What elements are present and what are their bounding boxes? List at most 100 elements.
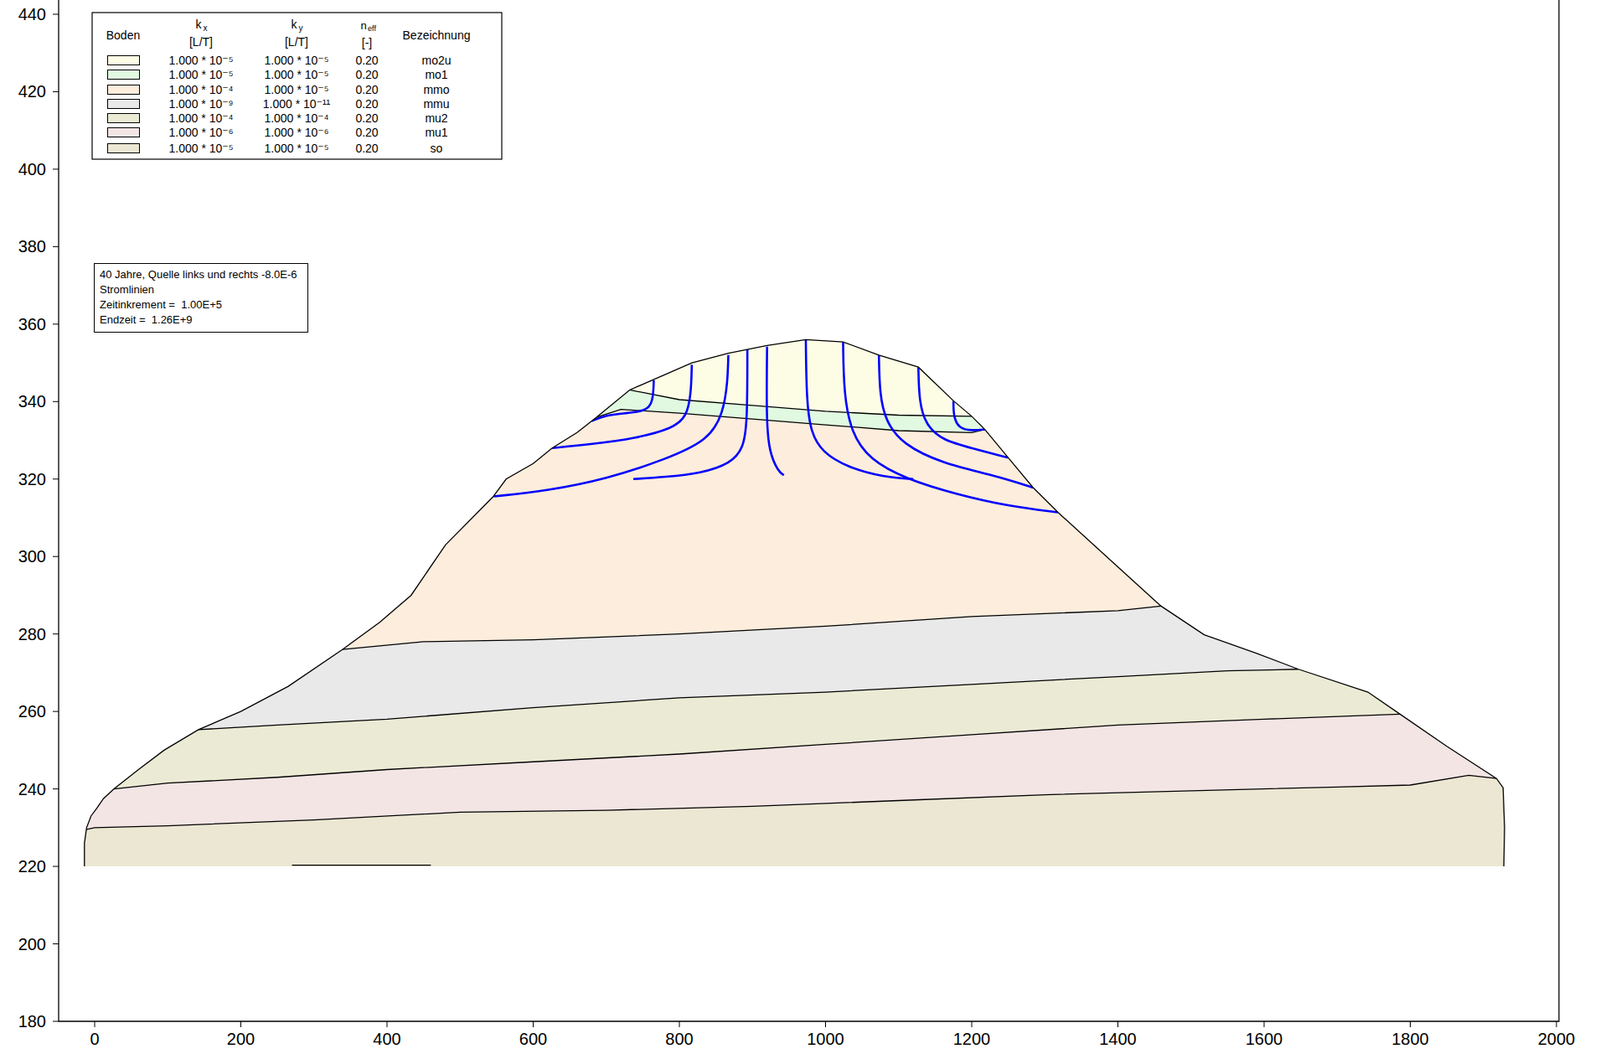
tick [240, 1021, 242, 1028]
tick [1117, 1021, 1119, 1028]
table-cell: 1.000 * 10⁻⁹ [168, 98, 233, 110]
axis-tick-label: 600 [519, 1030, 548, 1048]
axis-tick-label: 1800 [1391, 1030, 1430, 1048]
axis-tick-label: 1200 [953, 1030, 991, 1048]
tick [52, 168, 59, 170]
legend-header: k [196, 18, 202, 31]
tick [679, 1021, 681, 1028]
axis-tick-label: 440 [18, 5, 47, 23]
legend-header: k [291, 18, 298, 31]
legend-header: [L/T] [284, 36, 309, 48]
layer-boundary [198, 669, 1299, 730]
legend-header: Boden [106, 29, 140, 42]
info-box: 40 Jahre, Quelle links und rechts -8.0E-… [93, 263, 309, 333]
base-line [292, 864, 432, 866]
tick [52, 711, 59, 713]
axis-tick-label: 420 [18, 82, 47, 100]
info-text: Zeitinkrement = 1.00E+5 [99, 297, 300, 313]
table-cell: 1.000 * 10⁻⁵ [168, 54, 233, 67]
axis-tick-label: 220 [18, 857, 47, 875]
tick [52, 1021, 59, 1022]
table-cell: 1.000 * 10⁻⁵ [263, 142, 329, 155]
axis-tick-label: 1000 [806, 1030, 845, 1048]
table-cell: 0.20 [355, 68, 378, 81]
tick [52, 14, 59, 16]
axis-tick-label: 260 [18, 702, 47, 720]
table-cell: 1.000 * 10⁻⁵ [263, 68, 329, 81]
layer-boundary [113, 713, 1400, 789]
table-cell: 1.000 * 10⁻⁴ [168, 83, 233, 96]
tick [532, 1021, 534, 1028]
legend-swatch [107, 113, 140, 124]
table-cell: 1.000 * 10⁻⁵ [263, 54, 329, 67]
info-text: Stromlinien [99, 282, 300, 298]
axis-tick-label: 180 [18, 1012, 47, 1030]
streamline [633, 349, 748, 480]
legend-swatch [107, 98, 140, 109]
layer-boundary [86, 774, 1497, 830]
tick [1409, 1021, 1411, 1028]
tick [52, 866, 59, 868]
legend-header: y [299, 24, 304, 33]
table-cell: 1.000 * 10⁻⁴ [168, 112, 233, 124]
tick [94, 1021, 96, 1028]
tick [387, 1021, 388, 1028]
axis-tick-label: 400 [18, 160, 47, 178]
table-cell: 0.20 [355, 83, 378, 96]
streamlines [493, 339, 1059, 512]
tick [52, 478, 59, 480]
legend-swatch [107, 55, 140, 66]
legend-header: n [360, 20, 367, 31]
axis-tick-label: 340 [18, 392, 47, 410]
legend-header: [-] [361, 36, 372, 49]
axis-tick-label: 0 [89, 1030, 99, 1048]
legend-label: so [430, 142, 444, 155]
tick [52, 91, 59, 93]
legend-label: mo2u [421, 54, 451, 67]
legend-swatch [107, 84, 140, 95]
info-text: 40 Jahre, Quelle links und rechts -8.0E-… [99, 267, 300, 283]
axis-tick-label: 300 [18, 547, 47, 565]
tick [1264, 1021, 1265, 1028]
legend-swatch [107, 127, 140, 138]
axis-tick-label: 240 [18, 780, 47, 798]
streamline [878, 355, 1033, 488]
table-cell: 0.20 [355, 112, 378, 124]
terrain-outline [84, 339, 1505, 867]
axis-tick-label: 800 [665, 1030, 693, 1048]
tick [1556, 1021, 1558, 1028]
tick [52, 788, 59, 790]
table-cell: 1.000 * 10⁻⁶ [264, 126, 330, 139]
legend-frame [92, 12, 502, 160]
table-cell: 1.000 * 10⁻¹¹ [263, 98, 331, 110]
legend-swatch [107, 69, 140, 80]
tick [52, 943, 59, 945]
info-text: Endzeit = 1.26E+9 [99, 312, 300, 328]
legend-label: mmu [423, 98, 450, 110]
tick [52, 556, 59, 558]
axis-tick-label: 1400 [1099, 1030, 1137, 1048]
streamline [591, 380, 654, 422]
axis-tick-label: 380 [18, 237, 47, 255]
tick [971, 1021, 973, 1028]
legend-header: [L/T] [189, 36, 213, 48]
axis-tick-label: 320 [18, 470, 47, 488]
legend-header: x [203, 24, 208, 33]
table-cell: 1.000 * 10⁻⁶ [169, 126, 234, 139]
axis-tick-label: 280 [18, 625, 47, 643]
streamline [493, 355, 728, 497]
tick [52, 401, 59, 403]
legend-label: mmo [423, 83, 450, 96]
legend-swatch [107, 143, 140, 154]
legend-header: eff [367, 25, 377, 33]
table-cell: 1.000 * 10⁻⁵ [263, 83, 329, 96]
axis-tick-label: 2000 [1538, 1030, 1576, 1048]
table-cell: 0.20 [355, 126, 378, 139]
legend-header: Bezeichnung [402, 29, 471, 42]
tick [825, 1021, 826, 1028]
axis-tick-label: 360 [18, 315, 47, 333]
streamline [842, 341, 1059, 512]
axis-tick-label: 1600 [1245, 1030, 1284, 1048]
axis-tick-label: 400 [372, 1030, 401, 1048]
